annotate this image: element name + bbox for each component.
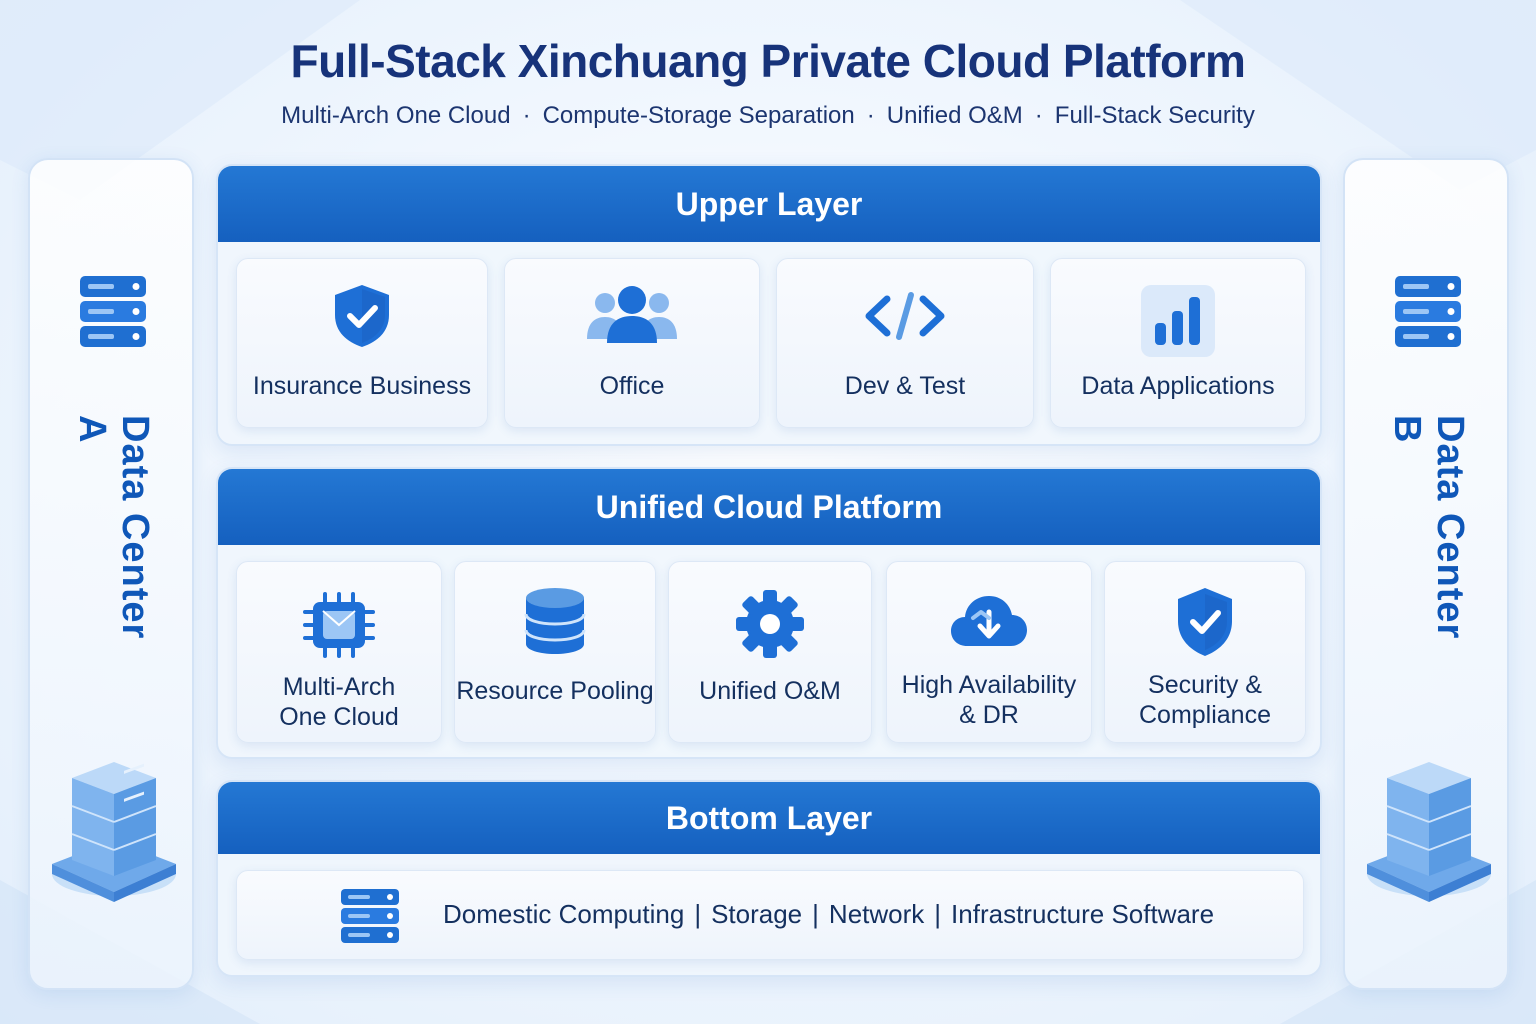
high-availability-card: High Availability & DR: [886, 561, 1092, 743]
server-stack-icon: [1395, 276, 1461, 347]
item-separator: |: [694, 899, 702, 929]
people-icon: [587, 286, 677, 343]
shield-check-icon: [335, 285, 389, 347]
server-stack-icon: [80, 276, 146, 347]
card-label-line: & DR: [959, 701, 1019, 729]
chip-icon: [303, 592, 375, 658]
server-cube-icon: [52, 762, 176, 902]
card-label: Unified O&M: [699, 677, 841, 705]
office-card: Office: [504, 258, 760, 428]
card-label: Insurance Business: [252, 372, 472, 400]
subtitle-item: Compute-Storage Separation: [542, 102, 855, 129]
layer-title: Upper Layer: [218, 166, 1320, 242]
card-label: Data Applications: [1081, 372, 1275, 400]
subtitle-item: Unified O&M: [886, 102, 1023, 129]
infra-item: Domestic Computing: [443, 899, 685, 929]
bar-chart-icon: [1141, 285, 1215, 357]
infra-item: Storage: [711, 899, 803, 929]
card-label-line: Compliance: [1138, 701, 1271, 729]
item-separator: |: [934, 899, 942, 929]
unified-cloud-platform-layer: Unified Cloud Platform Multi-Arch One Cl…: [216, 467, 1322, 759]
card-label-line: One Cloud: [279, 703, 399, 731]
subtitle-item: Full-Stack Security: [1054, 102, 1255, 129]
card-label-line: High Availability: [901, 671, 1077, 699]
card-label: Office: [599, 372, 665, 400]
upper-layer: Upper Layer Insurance Business Office: [216, 164, 1322, 446]
card-label-line: Multi-Arch: [282, 673, 396, 701]
subtitle-separator: ·: [866, 102, 875, 129]
server-stack-icon: [341, 889, 399, 943]
page-subtitle: Multi-Arch One Cloud · Compute-Storage S…: [0, 102, 1536, 130]
bottom-layer: Bottom Layer Domestic Computing | Storage |…: [216, 780, 1322, 977]
data-center-label: Data Center A: [71, 415, 156, 640]
server-cube-icon: [1367, 762, 1491, 902]
resource-pooling-card: Resource Pooling: [454, 561, 656, 743]
dev-test-card: Dev & Test: [776, 258, 1034, 428]
data-center-b-panel: Data Center B: [1343, 158, 1509, 990]
infra-item: Infrastructure Software: [951, 899, 1215, 929]
unified-om-card: Unified O&M: [668, 561, 872, 743]
data-applications-card: Data Applications: [1050, 258, 1306, 428]
shield-check-icon: [1178, 588, 1232, 656]
card-label-line: Security &: [1148, 671, 1262, 699]
database-icon: [524, 588, 586, 654]
page-title: Full-Stack Xinchuang Private Cloud Platf…: [290, 35, 1246, 87]
subtitle-separator: ·: [1034, 102, 1043, 129]
insurance-business-card: Insurance Business: [236, 258, 488, 428]
layer-title: Unified Cloud Platform: [218, 469, 1320, 545]
infrastructure-items: Domestic Computing | Storage | Network | Infra…: [443, 899, 1214, 930]
item-separator: |: [812, 899, 819, 929]
layer-title: Bottom Layer: [218, 782, 1320, 854]
card-label: Resource Pooling: [456, 677, 654, 705]
code-icon: [865, 292, 945, 340]
multi-arch-card: Multi-Arch One Cloud: [236, 561, 442, 743]
card-label: Dev & Test: [844, 372, 966, 400]
data-center-label: Data Center B: [1386, 415, 1471, 640]
subtitle-item: Multi-Arch One Cloud: [281, 102, 511, 129]
gear-icon: [736, 590, 804, 658]
infra-item: Network: [828, 899, 925, 929]
data-center-a-panel: Data Center A: [28, 158, 194, 990]
subtitle-separator: ·: [522, 102, 531, 129]
cloud-sync-icon: [951, 596, 1027, 646]
security-compliance-card: Security & Compliance: [1104, 561, 1306, 743]
infrastructure-bar: Domestic Computing | Storage | Network | Infra…: [236, 870, 1304, 960]
